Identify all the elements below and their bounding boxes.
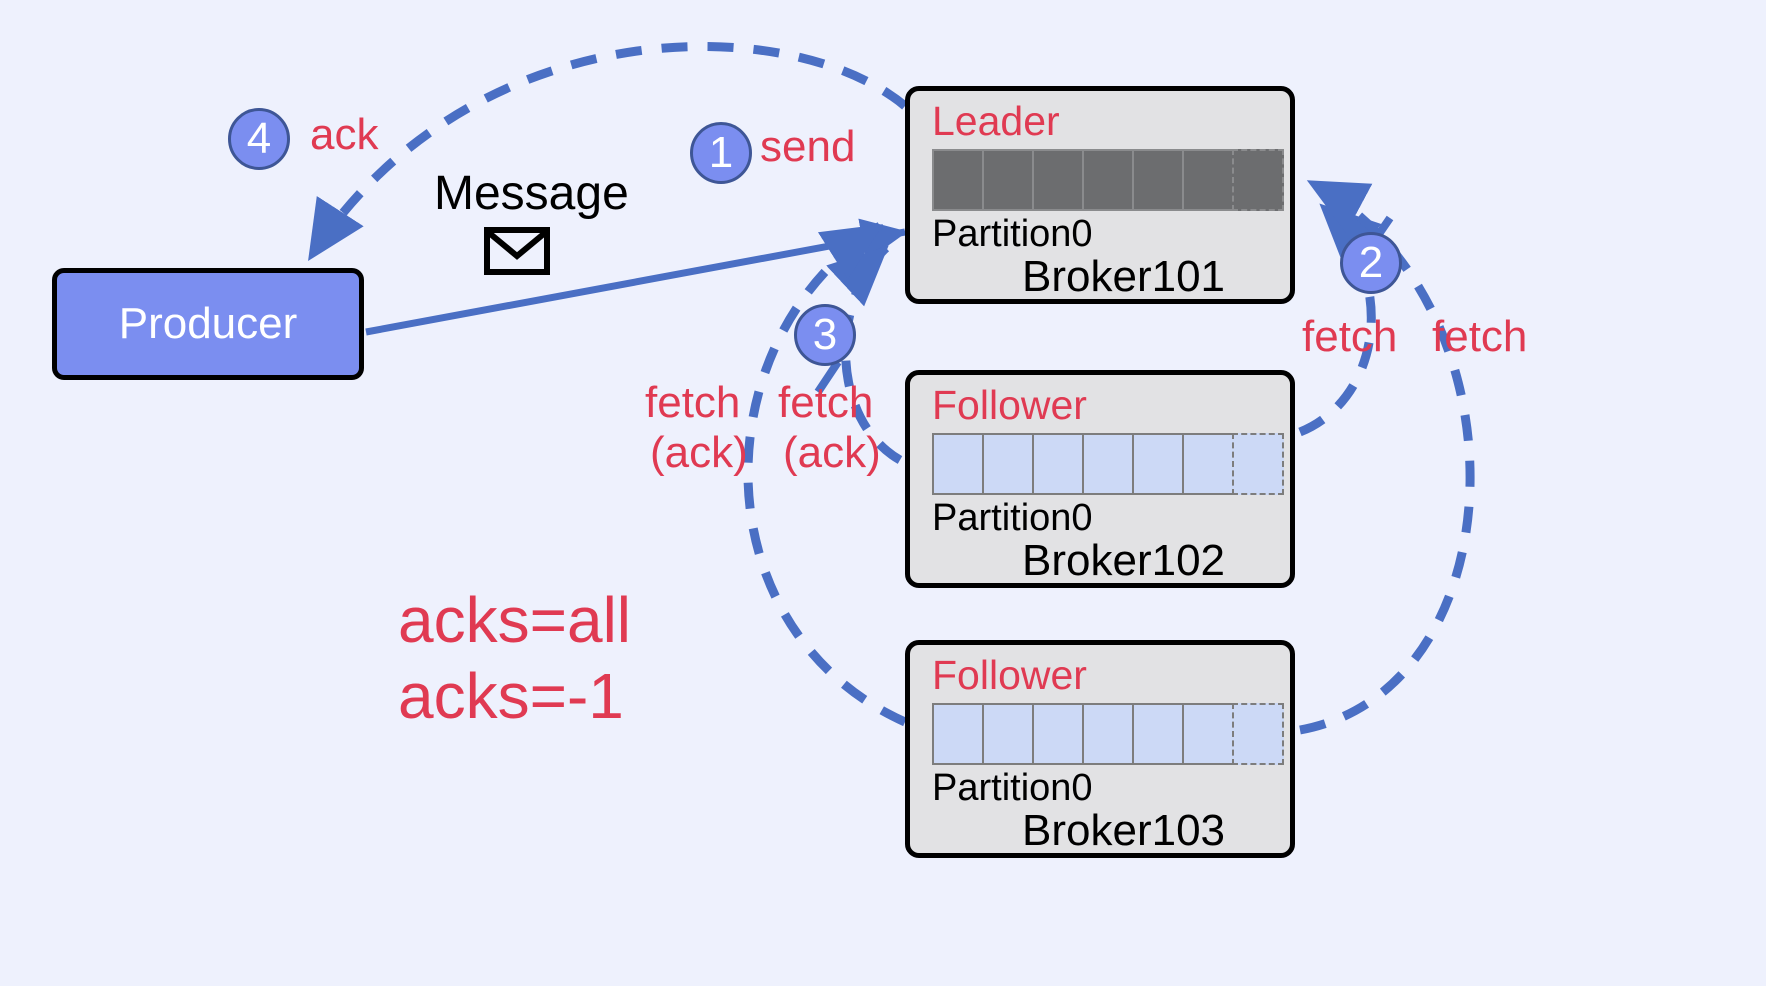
message-label: Message [434,167,629,220]
log-cell [1132,433,1184,495]
broker-name-label: Broker101 [1022,252,1226,301]
broker-role-label: Follower [932,652,1087,698]
broker-name-label: Broker102 [1022,536,1226,585]
log-cell [932,703,984,765]
log-cell [982,703,1034,765]
log-cell [982,149,1034,211]
label-fetch-left-1: fetch [645,378,741,427]
log-cell-pending [1232,149,1284,211]
broker-box-leader[interactable]: Leader Partition0 Broker101 [905,86,1295,304]
log-cell-pending [1232,703,1284,765]
step-badge-1[interactable]: 1 [690,122,752,184]
step-badge-3[interactable]: 3 [794,304,856,366]
envelope-icon [484,227,550,275]
partition-log-bar-follower-103 [932,703,1284,765]
log-cell [1082,433,1134,495]
producer-box[interactable]: Producer [52,268,364,380]
broker-name-label: Broker103 [1022,806,1226,855]
log-cell [1182,433,1234,495]
step-badge-2[interactable]: 2 [1340,232,1402,294]
log-cell [932,433,984,495]
log-cell [1082,703,1134,765]
acks-line-2: acks=-1 [398,660,624,732]
partition-label: Partition0 [932,213,1093,255]
label-ack: ack [310,110,379,159]
log-cell [1032,703,1084,765]
label-ack-left-1: (ack) [650,428,748,477]
log-cell [932,149,984,211]
log-cell-pending [1232,433,1284,495]
label-ack-left-2: (ack) [783,428,881,477]
partition-label: Partition0 [932,767,1093,809]
broker-role-label: Leader [932,98,1060,144]
label-fetch-left-2: fetch [778,378,874,427]
log-cell [1032,433,1084,495]
log-cell [1182,149,1234,211]
broker-role-label: Follower [932,382,1087,428]
log-cell [1082,149,1134,211]
label-fetch-right-1: fetch [1302,312,1398,361]
log-cell [982,433,1034,495]
acks-settings: acks=all acks=-1 [398,582,631,734]
acks-line-1: acks=all [398,584,631,656]
log-cell [1132,149,1184,211]
partition-label: Partition0 [932,497,1093,539]
broker-box-follower-102[interactable]: Follower Partition0 Broker102 [905,370,1295,588]
broker-box-follower-103[interactable]: Follower Partition0 Broker103 [905,640,1295,858]
producer-label: Producer [118,299,298,348]
step-badge-4[interactable]: 4 [228,108,290,170]
log-cell [1032,149,1084,211]
partition-log-bar-follower-102 [932,433,1284,495]
label-fetch-right-2: fetch [1432,312,1528,361]
log-cell [1132,703,1184,765]
log-cell [1182,703,1234,765]
partition-log-bar-leader [932,149,1284,211]
label-send: send [760,122,856,171]
